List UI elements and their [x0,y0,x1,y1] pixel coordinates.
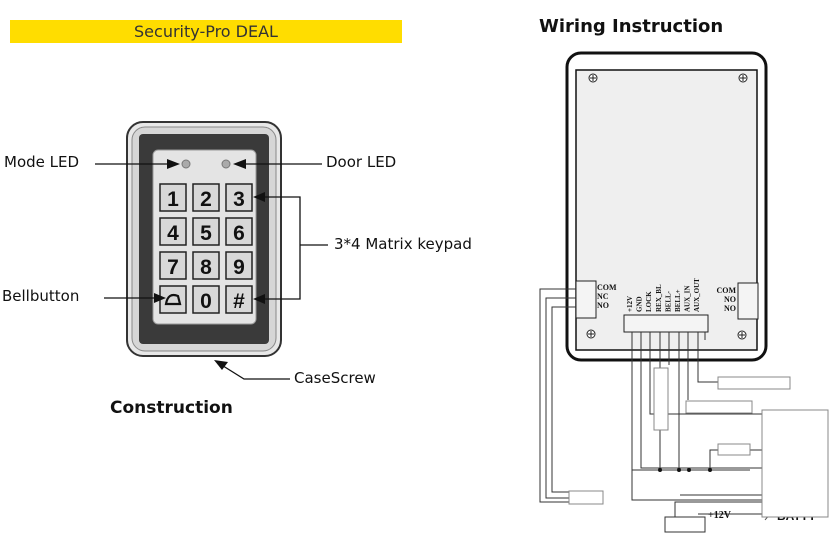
left-relay-terminal [575,280,597,319]
brand-banner: Security-Pro DEAL [10,20,402,43]
battery-plus-label: +12V [708,510,732,521]
terminal-label: GND [636,296,644,312]
battery-box [664,516,706,533]
terminal-label: LOCK [645,291,653,312]
wire [545,297,576,499]
mode-led-arrow [167,159,180,169]
svg-text:1: 1 [167,188,179,211]
screw-icon [586,329,596,339]
terminal-strip [623,314,709,333]
right-relay-label: NO [724,304,736,313]
case-screw-arrow [214,360,228,370]
screw-icon [588,73,598,83]
svg-text:4: 4 [167,222,179,245]
bellbutton-label: Bellbutton [2,287,80,305]
svg-text:7: 7 [167,256,179,279]
keypad-key: 4 [159,217,187,246]
bell-key-icon [159,285,187,314]
keypad-key: # [225,285,253,314]
wire-junction [687,468,691,472]
svg-text:8: 8 [200,256,212,279]
terminal-label: REX_BL [655,284,663,312]
keypad-key: 2 [192,183,220,212]
power-supply-block [761,409,829,518]
svg-text:5: 5 [200,222,212,245]
door-led-arrow [233,159,246,169]
right-relay-label: COM [716,286,736,295]
keypad-key: 1 [159,183,187,212]
screw-icon [737,330,747,340]
right-relay-label: NO [724,295,736,304]
svg-text:0: 0 [200,290,212,313]
wire [709,449,718,470]
terminal-label: AUX_IN [684,286,692,312]
left-relay-label: NO [597,301,609,310]
construction-title: Construction [110,398,233,418]
left-relay-label: COM [597,283,617,292]
lock-left-box [568,490,604,505]
wire [551,306,578,493]
keypad-key: 6 [225,217,253,246]
case-screw-label: CaseScrew [294,369,376,387]
terminal-label: AUX_OUT [693,278,701,312]
keypad-key: 8 [192,251,220,280]
aux-input-box [685,400,753,414]
wire-junction [677,468,681,472]
terminal-label: +12V [626,296,634,312]
door-led-label: Door LED [326,153,397,171]
svg-text:3: 3 [233,188,245,211]
svg-text:#: # [233,290,245,313]
wire [674,501,762,517]
wire [697,332,718,383]
left-relay-label: NC [597,292,609,301]
screw-icon [738,73,748,83]
lock-power-box [717,443,751,456]
wire [631,332,762,501]
wiring-title: Wiring Instruction [539,16,724,37]
terminal-label: BELL- [664,290,672,312]
svg-text:9: 9 [233,256,245,279]
svg-text:2: 2 [200,188,212,211]
keypad-key: 3 [225,183,253,212]
controller-board [575,69,758,351]
rex-button-box [653,367,669,431]
wire [640,332,762,469]
mode-led-label: Mode LED [4,153,80,171]
wire [539,288,576,503]
door-led [221,159,231,169]
wire-junction [658,468,662,472]
right-relay-terminal [737,282,759,320]
mode-led [181,159,191,169]
bellbutton-arrow [154,293,166,303]
terminal-label: BELL+ [674,289,682,312]
keypad-key: 0 [192,285,220,314]
wire-junction [708,468,712,472]
svg-text:6: 6 [233,222,245,245]
wire [649,332,762,415]
keypad-key: 7 [159,251,187,280]
aux-output-box [717,376,791,390]
matrix-keypad-label: 3*4 Matrix keypad [334,235,472,253]
keypad-key: 9 [225,251,253,280]
keypad-key: 5 [192,217,220,246]
